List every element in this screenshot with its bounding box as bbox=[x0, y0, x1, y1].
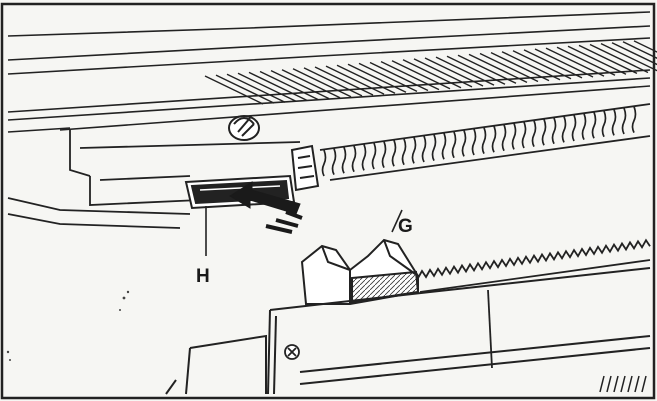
lower-carriage bbox=[165, 267, 651, 395]
insertion-arrow bbox=[229, 181, 303, 234]
top-cover-panel bbox=[7, 11, 651, 133]
needle-bed-rail bbox=[417, 238, 651, 369]
ventilation-grille bbox=[204, 40, 657, 105]
carriage-screw bbox=[284, 344, 300, 360]
side-clip bbox=[290, 144, 320, 192]
bottom-right-hatching bbox=[599, 375, 647, 393]
adjustment-knob bbox=[228, 115, 260, 141]
callout-label-h: H bbox=[196, 266, 210, 287]
comb-teeth bbox=[321, 106, 637, 177]
leader-line-g bbox=[391, 209, 403, 233]
scan-specks bbox=[6, 290, 130, 361]
callout-label-g: G bbox=[398, 216, 413, 237]
housing-front-face bbox=[7, 103, 651, 229]
